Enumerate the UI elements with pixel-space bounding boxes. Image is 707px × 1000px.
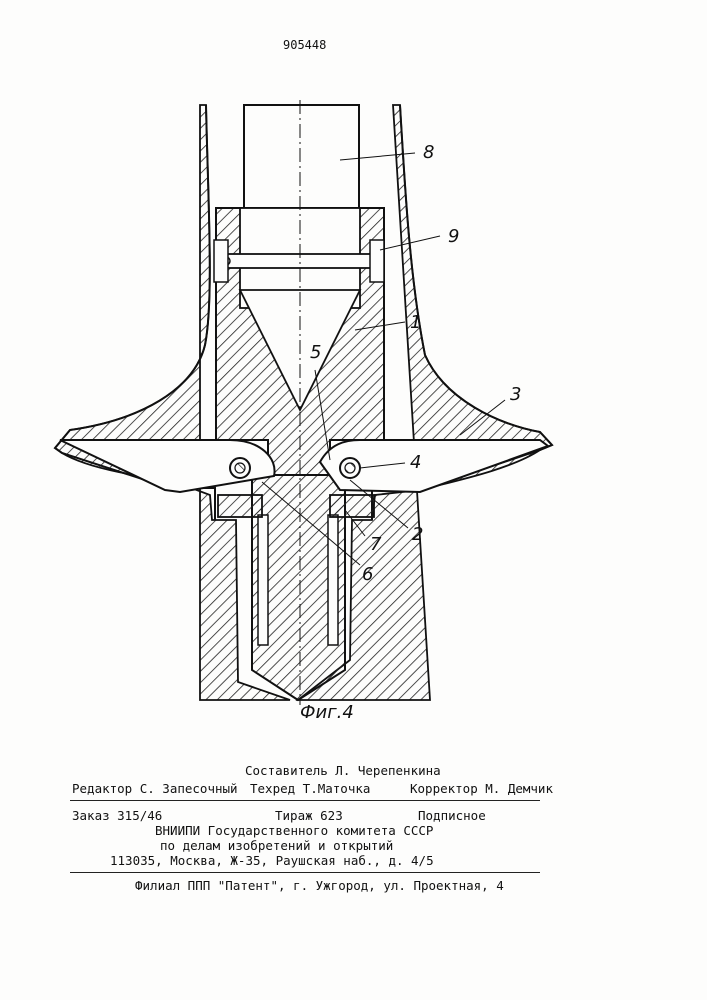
callout-2: 2 — [412, 524, 423, 545]
org-line-1: ВНИИПИ Государственного комитета СССР — [155, 823, 433, 838]
subscription-line: Подписное — [418, 808, 486, 823]
callout-1: 1 — [410, 312, 421, 333]
stop-7-left — [218, 495, 262, 517]
stop-7-right — [330, 495, 374, 517]
editor-line: Редактор С. Запесочный — [72, 781, 238, 796]
callout-9: 9 — [448, 226, 459, 247]
circulation-line: Тираж 623 — [275, 808, 343, 823]
callout-3: 3 — [510, 384, 521, 405]
order-line: Заказ 315/46 — [72, 808, 162, 823]
corrector-line: Корректор М. Демчик — [410, 781, 553, 796]
callout-6: 6 — [362, 564, 373, 585]
pin-9 — [222, 254, 380, 268]
callout-4: 4 — [410, 452, 421, 473]
callout-8: 8 — [423, 142, 434, 163]
figure-caption: Фиг.4 — [300, 702, 354, 723]
technical-drawing: 8 9 1 5 3 4 2 7 6 Фиг.4 — [0, 0, 707, 760]
org-line-2: по делам изобретений и открытий — [160, 838, 393, 853]
callout-5: 5 — [310, 342, 321, 363]
org-address: 113035, Москва, Ж-35, Раушская наб., д. … — [110, 853, 434, 868]
callout-7: 7 — [370, 534, 382, 555]
rod-8 — [244, 105, 359, 210]
branch-line: Филиал ППП "Патент", г. Ужгород, ул. Про… — [135, 878, 504, 893]
rule-1 — [70, 800, 540, 801]
techred-line: Техред Т.Маточка — [250, 781, 370, 796]
compiler-line: Составитель Л. Черепенкина — [245, 763, 441, 778]
rule-2 — [70, 872, 540, 873]
